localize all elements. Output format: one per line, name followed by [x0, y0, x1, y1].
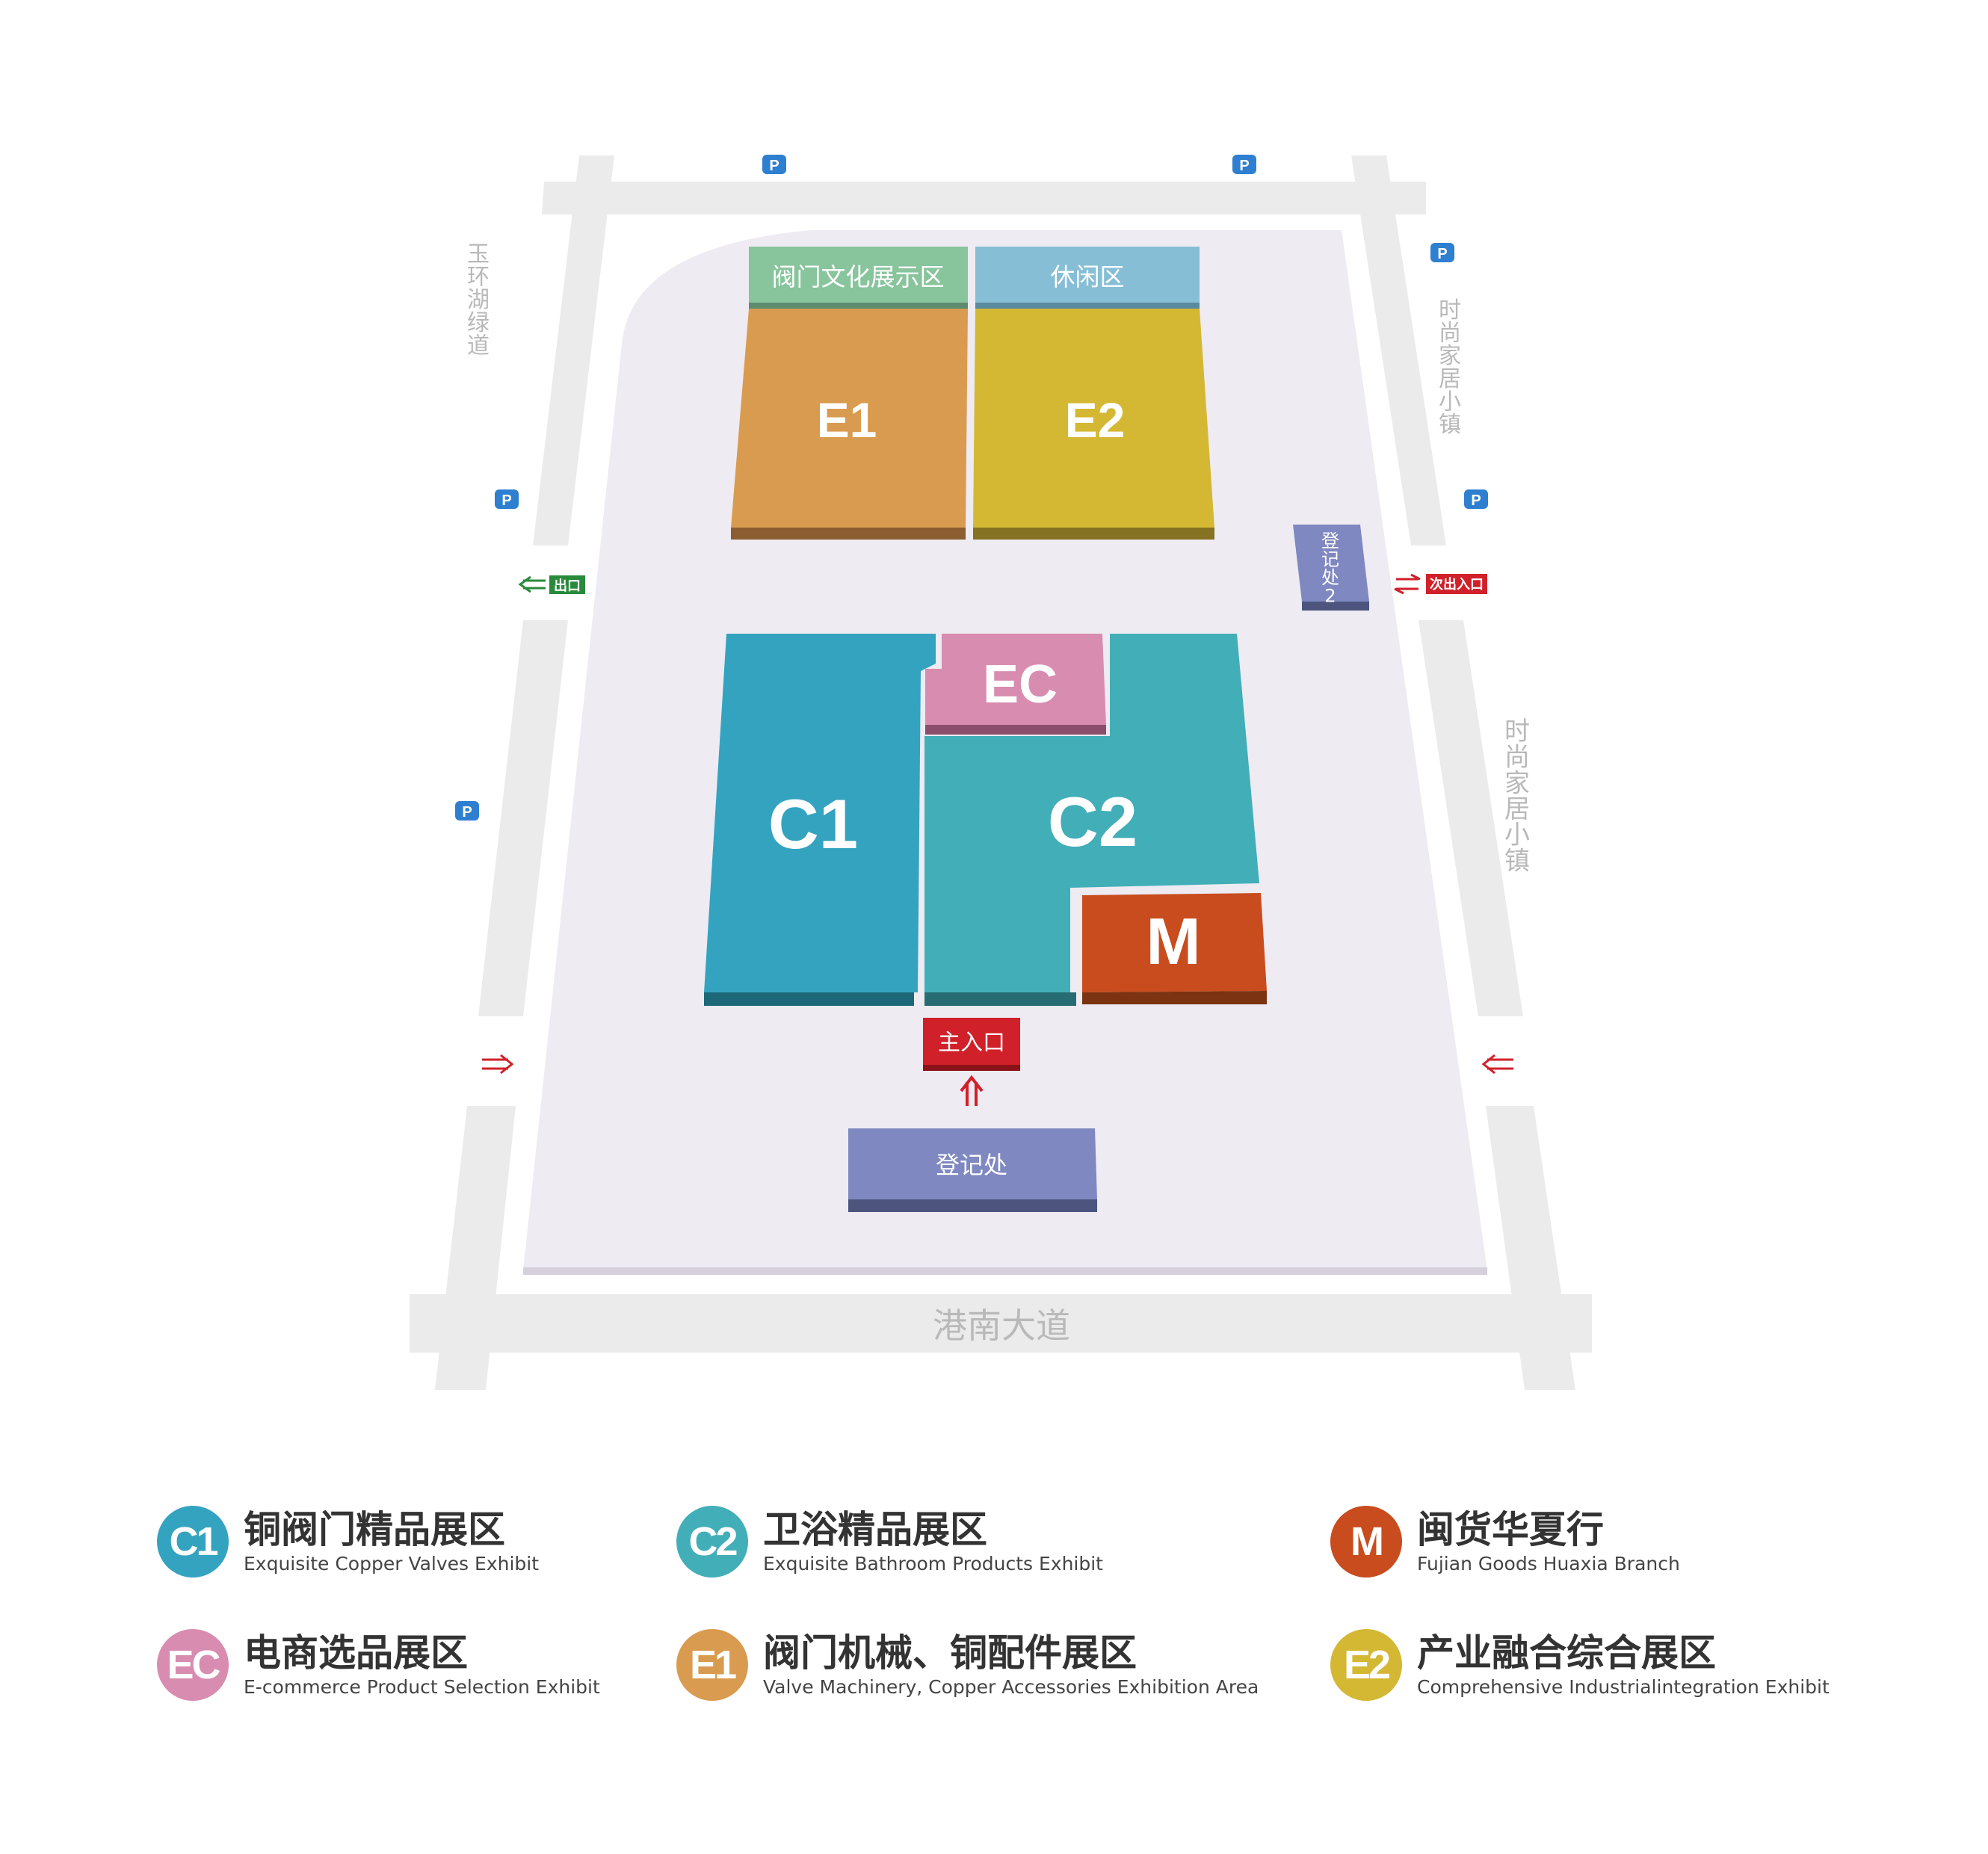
parking-icon: P	[1232, 155, 1256, 174]
hall-e1[interactable]: E1	[731, 309, 968, 540]
registration[interactable]: 登记处	[848, 1128, 1097, 1212]
secondary-entrance[interactable]: 次出入口	[1394, 573, 1487, 595]
zone-leisure[interactable]: 休闲区	[975, 247, 1200, 309]
parking-icon: P	[762, 155, 786, 174]
legend-subtitle: Exquisite Bathroom Products Exhibit	[763, 1553, 1103, 1575]
right-road-middle	[1419, 620, 1523, 1016]
secondary-entrance-label: 次出入口	[1430, 576, 1484, 593]
zone-valve-culture-label: 阀门文化展示区	[772, 262, 945, 291]
legend-subtitle: Exquisite Copper Valves Exhibit	[244, 1553, 540, 1575]
legend-badge: C2	[676, 1506, 748, 1578]
left-road-upper	[533, 155, 614, 546]
parking-label: P	[462, 804, 472, 821]
legend-title: 产业融合综合展区	[1417, 1631, 1716, 1675]
main-entrance-arrow	[960, 1075, 984, 1106]
hall-e1-label: E1	[817, 392, 877, 448]
zone-valve-culture[interactable]: 阀门文化展示区	[749, 247, 968, 309]
hall-ec[interactable]: EC	[925, 634, 1106, 735]
hall-ec-label: EC	[983, 655, 1058, 714]
legend-title: 卫浴精品展区	[763, 1508, 987, 1551]
road-name-bottom: 港南大道	[933, 1305, 1070, 1346]
parking-label: P	[1437, 246, 1447, 262]
hall-c2-label: C2	[1048, 782, 1137, 861]
exit-arrow-icon	[518, 575, 546, 593]
parking-label: P	[1471, 492, 1481, 509]
road-name-right-upper: 时尚家居小镇	[1439, 297, 1461, 438]
exit-label: 出口	[554, 578, 581, 594]
parking-icon: P	[1464, 489, 1488, 509]
legend-badge: E2	[1330, 1629, 1402, 1701]
main-entrance[interactable]: 主入口	[923, 1018, 1020, 1071]
exit-gate[interactable]: 出口	[518, 575, 585, 594]
parking-label: P	[769, 158, 779, 174]
registration-label: 登记处	[936, 1151, 1007, 1179]
road-name-left: 玉环湖绿道	[467, 241, 490, 359]
top-road	[542, 182, 1426, 214]
parking-label: P	[1239, 158, 1249, 174]
legend-badge: EC	[157, 1629, 229, 1701]
parking-icon: P	[495, 489, 519, 509]
legend-badge: E1	[676, 1629, 748, 1701]
two-way-arrow-icon	[1394, 573, 1421, 595]
legend-badge: C1	[157, 1506, 229, 1578]
left-road-middle	[478, 620, 568, 1016]
right-road-upper	[1351, 155, 1446, 546]
parking-icon: P	[455, 801, 479, 821]
hall-m-label: M	[1146, 904, 1200, 978]
legend-subtitle: Fujian Goods Huaxia Branch	[1417, 1553, 1680, 1575]
hall-m[interactable]: M	[1082, 893, 1267, 1004]
legend-badge: M	[1330, 1506, 1402, 1578]
parking-icon: P	[1430, 243, 1454, 262]
hall-c2[interactable]: C2	[924, 634, 1259, 1006]
hall-e2-label: E2	[1065, 392, 1126, 448]
entry-arrow-right-icon	[1481, 1054, 1513, 1075]
hall-c1-label: C1	[768, 785, 858, 863]
road-name-right-lower: 时尚家居小镇	[1504, 717, 1530, 876]
legend-title: 电商选品展区	[244, 1631, 468, 1675]
legend-subtitle: Valve Machinery, Copper Accessories Exhi…	[763, 1676, 1259, 1698]
hall-e2[interactable]: E2	[973, 309, 1214, 540]
bottom-road	[410, 1294, 1592, 1353]
parking-label: P	[501, 492, 511, 509]
entry-arrow-left-icon	[482, 1054, 514, 1075]
legend-subtitle: Comprehensive Industrialintegration Exhi…	[1417, 1676, 1830, 1698]
legend-subtitle: E-commerce Product Selection Exhibit	[244, 1676, 600, 1698]
legend-title: 铜阀门精品展区	[244, 1508, 505, 1551]
legend-title: 闽货华夏行	[1417, 1508, 1604, 1551]
main-entrance-label: 主入口	[938, 1030, 1005, 1056]
venue-ground-edge	[523, 1267, 1487, 1275]
parking-signs: P P P P P P	[455, 155, 1488, 821]
legend-title: 阀门机械、铜配件展区	[763, 1631, 1137, 1675]
hall-c1[interactable]: C1	[704, 634, 936, 1006]
road-network	[410, 155, 1592, 1390]
zone-leisure-label: 休闲区	[1051, 262, 1125, 291]
